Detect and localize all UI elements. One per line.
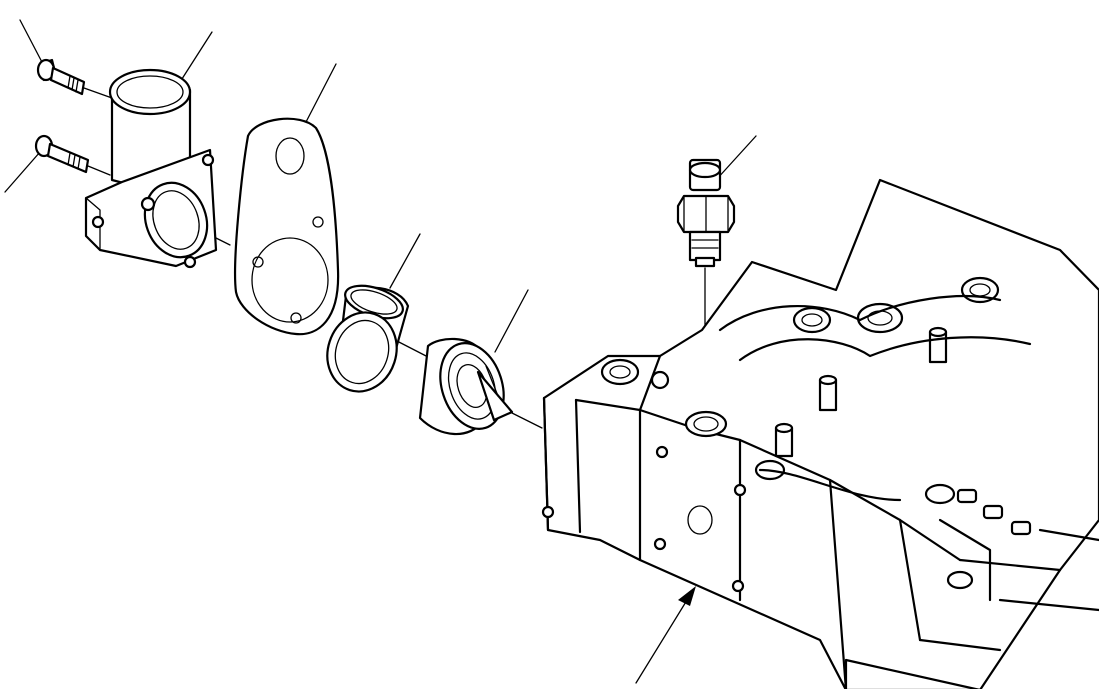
bolt-upper: [36, 58, 86, 96]
leader-bolt-lower: [4, 151, 41, 193]
leader-lines: [4, 19, 757, 684]
thermostat: [418, 337, 514, 436]
leader-thermostat: [494, 289, 529, 353]
seal-ring: [326, 284, 410, 393]
leader-seal-ring: [389, 233, 421, 289]
leader-cylinder-head: [635, 591, 693, 684]
leader-bolt-upper: [19, 19, 45, 67]
leader-elbow: [179, 31, 213, 83]
gasket: [233, 117, 340, 336]
temperature-sensor: [676, 158, 736, 268]
leader-sensor: [715, 135, 757, 181]
leader-gasket: [305, 63, 337, 123]
arrow-head-cylinder-head: [678, 586, 696, 606]
water-outlet-elbow: [84, 68, 218, 269]
cylinder-head: [541, 178, 1099, 689]
bolt-lower: [34, 134, 90, 174]
